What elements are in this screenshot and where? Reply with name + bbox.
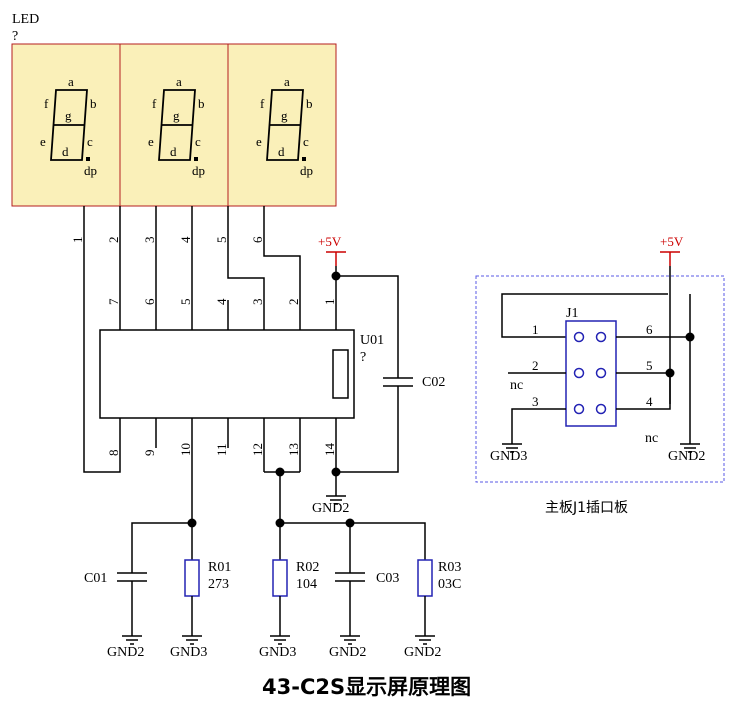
seg-e-label: e bbox=[40, 134, 46, 149]
j1-pin-2: 2 bbox=[532, 358, 539, 373]
ic-pin-1: 1 bbox=[322, 299, 337, 306]
connector-caption: 主板J1插口板 bbox=[545, 500, 628, 516]
ic-pin-12: 12 bbox=[250, 443, 265, 456]
gnd2-label: GND2 bbox=[329, 645, 366, 660]
led-digit-1: a b c d e f g dp bbox=[40, 74, 97, 178]
ic-pin-6: 6 bbox=[142, 298, 157, 305]
led-digit-2: a b c d e f g dp bbox=[148, 74, 205, 178]
led-pin-6: 6 bbox=[250, 236, 265, 243]
gnd3-label: GND3 bbox=[259, 645, 296, 660]
j1-pin-6: 6 bbox=[646, 322, 653, 337]
led-pin-labels: 1 2 3 4 5 6 bbox=[70, 236, 265, 243]
ic-pin-11: 11 bbox=[214, 443, 229, 456]
r03-value: 03C bbox=[438, 577, 461, 592]
j1-pin-4: 4 bbox=[646, 394, 653, 409]
seg-d-label: d bbox=[170, 144, 177, 159]
seg-dp-label: dp bbox=[192, 163, 205, 178]
ic-designator: U01 bbox=[360, 333, 384, 348]
led-ic-wiring bbox=[83, 206, 301, 473]
gnd2-label: GND2 bbox=[312, 501, 349, 516]
seg-a-label: a bbox=[176, 74, 182, 89]
c02-label: C02 bbox=[422, 375, 445, 390]
r03-name: R03 bbox=[438, 560, 461, 575]
ic-pin-2: 2 bbox=[286, 299, 301, 306]
j1-designator: J1 bbox=[566, 306, 578, 321]
led-digit-3: a b c d e f g dp bbox=[256, 74, 313, 178]
gnd3-label: GND3 bbox=[170, 645, 207, 660]
led-pin-1: 1 bbox=[70, 237, 85, 244]
r02-value: 104 bbox=[296, 577, 317, 592]
j1-nc-left: nc bbox=[510, 378, 523, 393]
gnd2-label: GND2 bbox=[107, 645, 144, 660]
seg-d-label: d bbox=[62, 144, 69, 159]
seg-f-label: f bbox=[260, 96, 265, 111]
led-pin-3: 3 bbox=[142, 237, 157, 244]
j1-pin-1: 1 bbox=[532, 322, 539, 337]
ic-pin-3: 3 bbox=[250, 299, 265, 306]
vcc-label: +5V bbox=[660, 234, 684, 249]
led-pin-5: 5 bbox=[214, 237, 229, 244]
ic-pin-10: 10 bbox=[178, 443, 193, 456]
ic-pin-7: 7 bbox=[106, 298, 121, 305]
seg-b-label: b bbox=[306, 96, 313, 111]
ic-value: ? bbox=[360, 350, 366, 365]
gnd2-label: GND2 bbox=[404, 645, 441, 660]
vcc-label: +5V bbox=[318, 234, 342, 249]
seg-e-label: e bbox=[256, 134, 262, 149]
seg-g-label: g bbox=[65, 108, 72, 123]
connector-j1: +5V bbox=[501, 234, 700, 453]
seg-dp-label: dp bbox=[84, 163, 97, 178]
seg-c-label: c bbox=[87, 134, 93, 149]
ic-top-pin-labels: 7 6 5 4 3 2 1 bbox=[106, 298, 337, 305]
seg-f-label: f bbox=[152, 96, 157, 111]
diagram-title: 43-C2S显示屏原理图 bbox=[262, 675, 471, 699]
led-pin-2: 2 bbox=[106, 237, 121, 244]
seg-a-label: a bbox=[284, 74, 290, 89]
ic-bottom-pin-labels: 8 9 10 11 12 13 14 bbox=[106, 443, 337, 457]
seg-b-label: b bbox=[198, 96, 205, 111]
seg-a-label: a bbox=[68, 74, 74, 89]
ic-pin-9: 9 bbox=[142, 450, 157, 457]
seg-d-label: d bbox=[278, 144, 285, 159]
seg-c-label: c bbox=[195, 134, 201, 149]
r02-name: R02 bbox=[296, 560, 319, 575]
seg-c-label: c bbox=[303, 134, 309, 149]
pin10-network bbox=[117, 418, 202, 645]
ic-u01 bbox=[99, 300, 355, 473]
pin12-13-network bbox=[270, 467, 435, 645]
connector-panel-border bbox=[475, 275, 725, 483]
c03-label: C03 bbox=[376, 571, 399, 586]
vcc-net: +5V bbox=[318, 234, 399, 505]
ic-pin-13: 13 bbox=[286, 443, 301, 456]
led-pin-4: 4 bbox=[178, 236, 193, 243]
seg-f-label: f bbox=[44, 96, 49, 111]
seg-g-label: g bbox=[281, 108, 288, 123]
ic-pin-8: 8 bbox=[106, 450, 121, 457]
led-designator: LED bbox=[12, 12, 39, 27]
gnd2-label: GND2 bbox=[668, 449, 705, 464]
c01-label: C01 bbox=[84, 571, 107, 586]
gnd3-label: GND3 bbox=[490, 449, 527, 464]
j1-nc-right: nc bbox=[645, 431, 658, 446]
ic-pin-4: 4 bbox=[214, 298, 229, 305]
r01-name: R01 bbox=[208, 560, 231, 575]
seg-b-label: b bbox=[90, 96, 97, 111]
capacitor-c02 bbox=[383, 377, 413, 387]
seg-g-label: g bbox=[173, 108, 180, 123]
seg-dp-label: dp bbox=[300, 163, 313, 178]
seg-e-label: e bbox=[148, 134, 154, 149]
ic-pin-14: 14 bbox=[322, 443, 337, 457]
j1-pin-5: 5 bbox=[646, 358, 653, 373]
ic-pin-5: 5 bbox=[178, 299, 193, 306]
r01-value: 273 bbox=[208, 577, 229, 592]
led-value: ? bbox=[12, 29, 18, 44]
j1-pin-3: 3 bbox=[532, 394, 539, 409]
